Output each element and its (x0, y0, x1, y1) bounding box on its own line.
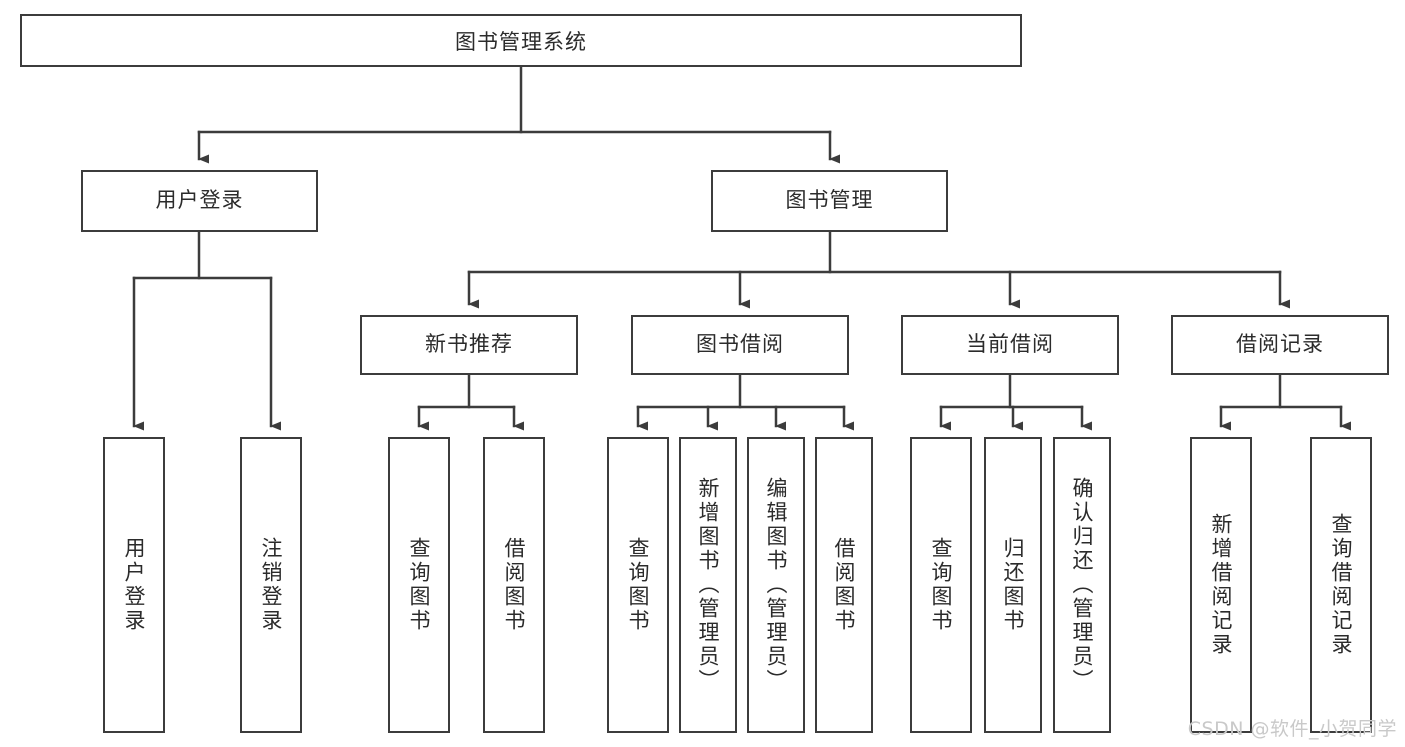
node-leaf-query-book-1[interactable]: 查询图书 (388, 437, 450, 733)
node-new-book-recommend[interactable]: 新书推荐 (360, 315, 578, 375)
node-leaf-user-login-label: 用户登录 (122, 537, 147, 633)
node-leaf-add-book[interactable]: 新增图书（管理员） (679, 437, 737, 733)
node-leaf-borrow-book-1-label: 借阅图书 (502, 537, 527, 633)
node-user-login[interactable]: 用户登录 (81, 170, 318, 232)
node-leaf-query-book-1-label: 查询图书 (407, 537, 432, 633)
node-leaf-edit-book-label: 编辑图书（管理员） (764, 477, 789, 693)
node-new-book-recommend-label: 新书推荐 (425, 332, 513, 357)
node-leaf-query-record-label: 查询借阅记录 (1329, 513, 1354, 657)
csdn-watermark: CSDN @软件_小贺同学 (1187, 718, 1397, 740)
node-leaf-query-book-2[interactable]: 查询图书 (607, 437, 669, 733)
node-book-borrow[interactable]: 图书借阅 (631, 315, 849, 375)
node-leaf-borrow-book-1[interactable]: 借阅图书 (483, 437, 545, 733)
node-leaf-add-book-label: 新增图书（管理员） (696, 477, 721, 693)
node-borrow-record[interactable]: 借阅记录 (1171, 315, 1389, 375)
node-leaf-return-book[interactable]: 归还图书 (984, 437, 1042, 733)
node-leaf-query-book-3-label: 查询图书 (929, 537, 954, 633)
node-leaf-return-book-label: 归还图书 (1001, 537, 1026, 633)
node-leaf-logout[interactable]: 注销登录 (240, 437, 302, 733)
node-leaf-logout-label: 注销登录 (259, 537, 284, 633)
node-borrow-record-label: 借阅记录 (1236, 332, 1324, 357)
node-current-borrow-label: 当前借阅 (966, 332, 1054, 357)
node-leaf-borrow-book-2-label: 借阅图书 (832, 537, 857, 633)
node-root-label: 图书管理系统 (455, 29, 587, 54)
node-user-login-label: 用户登录 (155, 188, 244, 213)
node-leaf-add-record-label: 新增借阅记录 (1209, 513, 1234, 657)
node-leaf-confirm-return-label: 确认归还（管理员） (1070, 477, 1095, 693)
node-root[interactable]: 图书管理系统 (20, 14, 1022, 67)
node-leaf-query-record[interactable]: 查询借阅记录 (1310, 437, 1372, 733)
node-book-borrow-label: 图书借阅 (696, 332, 784, 357)
node-leaf-query-book-2-label: 查询图书 (626, 537, 651, 633)
node-book-manage-label: 图书管理 (785, 188, 874, 213)
node-leaf-edit-book[interactable]: 编辑图书（管理员） (747, 437, 805, 733)
node-leaf-user-login[interactable]: 用户登录 (103, 437, 165, 733)
node-leaf-add-record[interactable]: 新增借阅记录 (1190, 437, 1252, 733)
node-leaf-query-book-3[interactable]: 查询图书 (910, 437, 972, 733)
node-current-borrow[interactable]: 当前借阅 (901, 315, 1119, 375)
node-leaf-confirm-return[interactable]: 确认归还（管理员） (1053, 437, 1111, 733)
node-leaf-borrow-book-2[interactable]: 借阅图书 (815, 437, 873, 733)
node-book-manage[interactable]: 图书管理 (711, 170, 948, 232)
